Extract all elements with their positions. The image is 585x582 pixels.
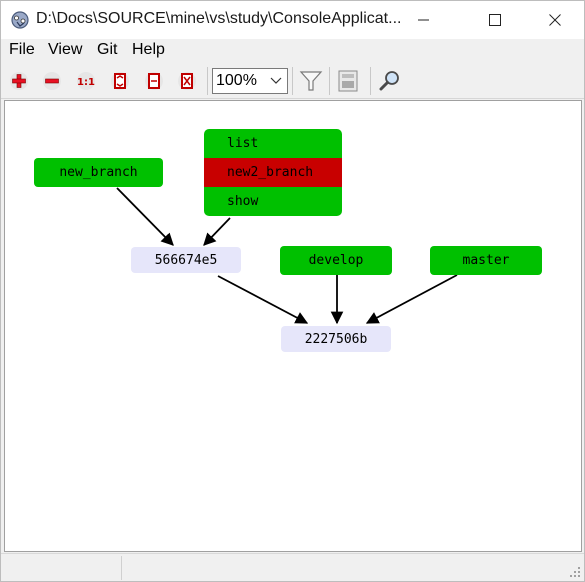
branch-new-branch[interactable]: new_branch	[34, 158, 163, 187]
branch-stack: list new2_branch show	[204, 129, 342, 216]
title-bar[interactable]: D:\Docs\SOURCE\mine\vs\study\ConsoleAppl…	[1, 1, 584, 39]
graph-canvas[interactable]: new_branch list new2_branch show 566674e…	[4, 100, 582, 552]
filter-button[interactable]	[297, 67, 325, 95]
fit-height-icon	[145, 72, 163, 90]
fit-page-icon	[178, 72, 196, 90]
toolbar: 1:1 100%	[1, 63, 584, 99]
minimize-icon	[418, 19, 429, 21]
zoom-in-button[interactable]	[5, 67, 33, 95]
branch-list[interactable]: list	[227, 136, 259, 151]
zoom-out-icon	[43, 72, 61, 90]
fit-height-button[interactable]	[140, 67, 168, 95]
menu-file[interactable]: File	[9, 41, 35, 58]
fit-page-button[interactable]	[173, 67, 201, 95]
zoom-select[interactable]: 100%	[212, 68, 288, 94]
resize-grip-icon[interactable]	[569, 566, 581, 578]
app-icon	[10, 10, 30, 30]
close-button[interactable]	[532, 1, 578, 39]
toolbar-separator	[207, 67, 208, 95]
edge-new-branch-to-566674e5	[116, 187, 174, 246]
menu-view[interactable]: View	[48, 41, 83, 58]
edge-master-to-2227506b	[365, 274, 458, 324]
minimize-button[interactable]	[401, 1, 447, 39]
layout-button[interactable]	[334, 67, 362, 95]
actual-size-button[interactable]: 1:1	[72, 67, 100, 95]
search-button[interactable]	[376, 67, 404, 95]
status-divider	[121, 556, 122, 580]
menu-bar: File View Git Help	[1, 39, 584, 63]
fit-width-icon	[111, 72, 129, 90]
commit-2227506b[interactable]: 2227506b	[281, 326, 391, 352]
maximize-button[interactable]	[472, 1, 518, 39]
zoom-out-button[interactable]	[38, 67, 66, 95]
fit-width-button[interactable]	[106, 67, 134, 95]
toolbar-separator	[370, 67, 371, 95]
svg-text:1:1: 1:1	[77, 77, 95, 88]
branch-new2-branch[interactable]: new2_branch	[204, 158, 342, 187]
commit-566674e5[interactable]: 566674e5	[131, 247, 241, 273]
filter-icon	[299, 71, 323, 91]
maximize-icon	[489, 14, 501, 26]
menu-git[interactable]: Git	[97, 41, 118, 58]
toolbar-separator	[292, 67, 293, 95]
edge-566674e5-to-2227506b	[217, 275, 309, 324]
search-icon	[379, 71, 399, 91]
zoom-value: 100%	[216, 72, 257, 89]
menu-help[interactable]: Help	[132, 41, 165, 58]
zoom-in-icon	[10, 72, 28, 90]
actual-size-icon: 1:1	[77, 72, 95, 90]
layout-icon	[338, 70, 358, 92]
branch-show[interactable]: show	[227, 194, 259, 209]
edge-stack-to-566674e5	[203, 217, 231, 246]
window-title: D:\Docs\SOURCE\mine\vs\study\ConsoleAppl…	[36, 10, 402, 27]
close-icon	[549, 14, 561, 26]
branch-develop[interactable]: develop	[280, 246, 392, 275]
status-bar	[1, 553, 584, 581]
chevron-down-icon	[270, 77, 282, 84]
branch-master[interactable]: master	[430, 246, 542, 275]
toolbar-separator	[329, 67, 330, 95]
graph-edges	[116, 187, 458, 325]
